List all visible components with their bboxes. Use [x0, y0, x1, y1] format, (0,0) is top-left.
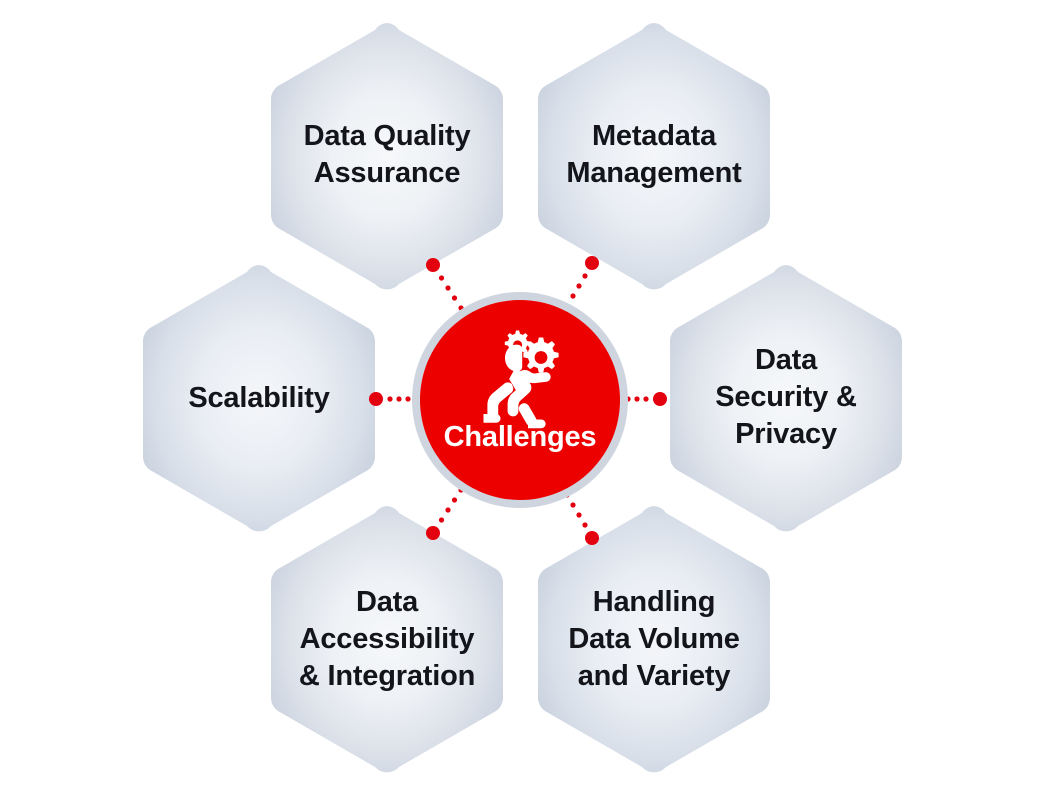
hexagon-scalability[interactable]	[142, 265, 376, 532]
hexagon-data-security-privacy[interactable]	[669, 265, 903, 532]
person-juggling-gears-icon	[483, 330, 559, 429]
connector-data-accessibility-integration	[426, 478, 470, 540]
hexagon-metadata-management[interactable]	[537, 23, 771, 290]
hexagon-data-accessibility-integration[interactable]	[270, 506, 504, 773]
connector-data-security-privacy	[625, 392, 667, 406]
center-hub[interactable]	[412, 292, 628, 508]
hexagon-handling-data-volume-and-variety[interactable]	[537, 506, 771, 773]
hexagon-data-quality-assurance[interactable]	[270, 23, 504, 290]
connectors	[369, 256, 667, 545]
connector-scalability	[369, 392, 411, 406]
